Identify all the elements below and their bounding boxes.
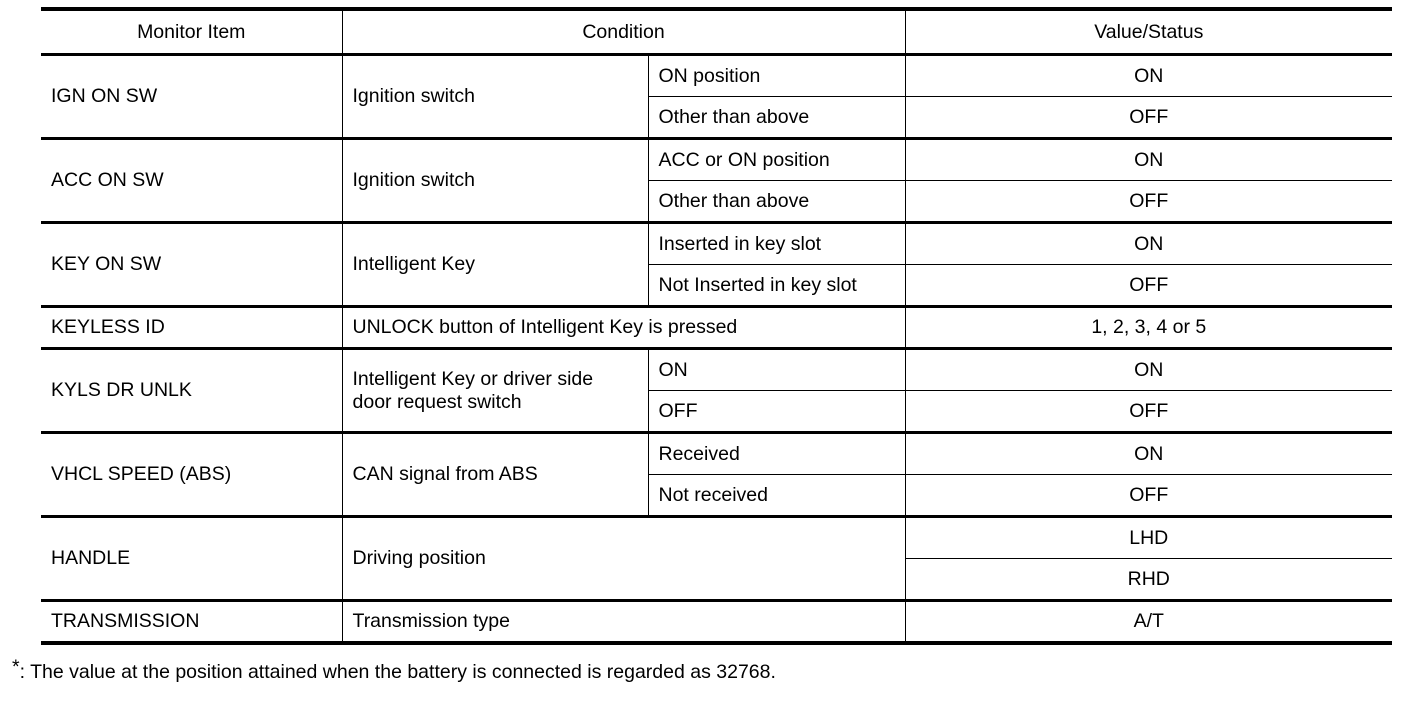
- column-header-condition: Condition: [341, 7, 906, 55]
- value-status-cell: OFF: [904, 390, 1393, 433]
- value-status-cell: ON: [904, 53, 1393, 97]
- condition-sub-cell: OFF: [648, 390, 906, 433]
- value-status-cell: 1, 2, 3, 4 or 5: [904, 305, 1393, 349]
- condition-sub-cell: ON position: [647, 53, 906, 97]
- condition-cell: Ignition switch: [341, 53, 649, 139]
- monitor-item-cell: KEY ON SW: [41, 221, 343, 307]
- condition-cell: Transmission type: [341, 599, 906, 645]
- condition-sub-cell: Received: [647, 431, 906, 475]
- value-status-cell: A/T: [904, 599, 1393, 645]
- condition-cell: UNLOCK button of Intelligent Key is pres…: [341, 305, 906, 349]
- condition-cell: Intelligent Key or driver side door requ…: [341, 347, 649, 433]
- monitor-item-table: Monitor Item Condition Value/Status IGN …: [41, 7, 1393, 645]
- header-row: Monitor Item Condition Value/Status: [41, 7, 1393, 55]
- value-status-cell: OFF: [904, 264, 1393, 307]
- monitor-item-cell: IGN ON SW: [41, 53, 343, 139]
- value-status-cell: LHD: [904, 515, 1393, 559]
- column-header-monitor-item: Monitor Item: [41, 7, 343, 55]
- footnote-text: : The value at the position attained whe…: [19, 661, 776, 683]
- condition-cell: Ignition switch: [341, 137, 649, 223]
- value-status-cell: OFF: [904, 474, 1393, 517]
- monitor-item-cell: HANDLE: [41, 515, 343, 601]
- monitor-item-cell: TRANSMISSION: [41, 599, 343, 645]
- condition-sub-cell: Inserted in key slot: [647, 221, 906, 265]
- monitor-item-cell: VHCL SPEED (ABS): [41, 431, 343, 517]
- table-row: Not received OFF: [41, 474, 1393, 517]
- table-row: OFF OFF: [41, 390, 1393, 433]
- table-row: TRANSMISSION Transmission type A/T: [41, 599, 1393, 645]
- condition-sub-cell: Not Inserted in key slot: [648, 264, 906, 307]
- condition-cell: Driving position: [341, 515, 906, 601]
- condition-sub-cell: Other than above: [648, 96, 906, 139]
- condition-sub-cell: ON: [647, 347, 906, 391]
- table-row: VHCL SPEED (ABS) CAN signal from ABS Rec…: [41, 431, 1393, 517]
- table-body: IGN ON SW Ignition switch ON position ON…: [41, 53, 1393, 645]
- table-row: KEYLESS ID UNLOCK button of Intelligent …: [41, 305, 1393, 349]
- table-row: KEY ON SW Intelligent Key Inserted in ke…: [41, 221, 1393, 307]
- value-status-cell: ON: [904, 431, 1393, 475]
- table-row: RHD: [41, 558, 1393, 601]
- footnote: *: The value at the position attained wh…: [12, 657, 776, 684]
- monitor-item-cell: ACC ON SW: [41, 137, 343, 223]
- value-status-cell: ON: [904, 137, 1393, 181]
- value-status-cell: RHD: [905, 558, 1393, 601]
- condition-sub-cell: Other than above: [648, 180, 906, 223]
- table-header: Monitor Item Condition Value/Status: [41, 7, 1393, 55]
- monitor-item-cell: KYLS DR UNLK: [41, 347, 343, 433]
- condition-cell: CAN signal from ABS: [341, 431, 649, 517]
- condition-cell: Intelligent Key: [341, 221, 649, 307]
- value-status-cell: OFF: [904, 96, 1393, 139]
- table-row: Other than above OFF: [41, 180, 1393, 223]
- table-row: Other than above OFF: [41, 96, 1393, 139]
- monitor-item-cell: KEYLESS ID: [41, 305, 343, 349]
- table-row: HANDLE Driving position LHD: [41, 515, 1393, 601]
- condition-sub-cell: ACC or ON position: [647, 137, 906, 181]
- value-status-cell: ON: [904, 221, 1393, 265]
- column-header-value-status: Value/Status: [904, 7, 1393, 55]
- value-status-cell: OFF: [904, 180, 1393, 223]
- table-row: KYLS DR UNLK Intelligent Key or driver s…: [41, 347, 1393, 433]
- table-row: ACC ON SW Ignition switch ACC or ON posi…: [41, 137, 1393, 223]
- condition-sub-cell: Not received: [648, 474, 906, 517]
- value-status-cell: ON: [904, 347, 1393, 391]
- table-row: IGN ON SW Ignition switch ON position ON: [41, 53, 1393, 139]
- footnote-marker: *: [12, 655, 20, 678]
